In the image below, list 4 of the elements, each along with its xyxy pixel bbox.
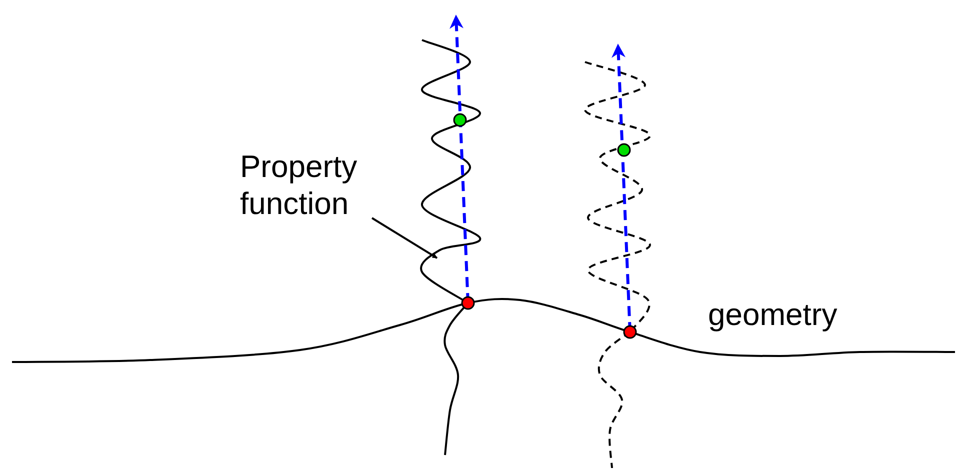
property-function-curve xyxy=(420,39,482,456)
curve-label: geometry xyxy=(708,296,838,333)
callout-label: Property function xyxy=(240,148,390,222)
leader-arrow xyxy=(371,217,438,259)
